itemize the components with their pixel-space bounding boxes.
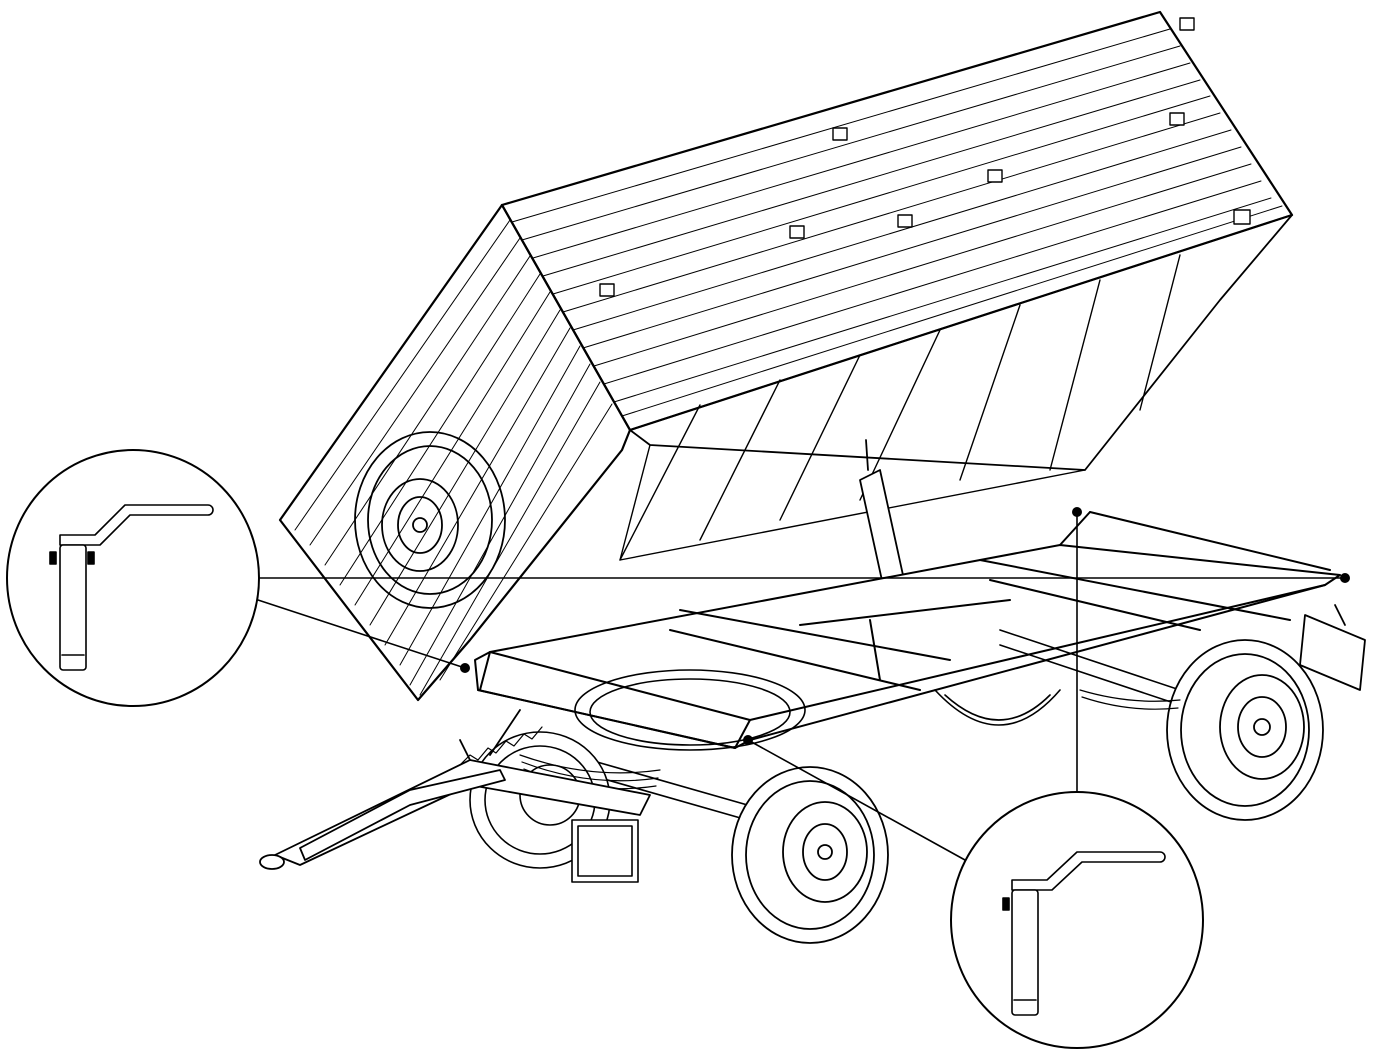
front-right-wheel bbox=[731, 766, 889, 944]
top-face-slats bbox=[511, 28, 1283, 417]
right-locking-pin bbox=[1002, 851, 1166, 1016]
left-locking-pin bbox=[49, 504, 214, 671]
left-pin-detail bbox=[6, 449, 260, 707]
tailgate-latches bbox=[599, 17, 1251, 297]
tipped-cargo-box bbox=[278, 10, 1294, 702]
rear-bumper bbox=[1299, 604, 1366, 691]
leader-dots bbox=[460, 507, 1350, 745]
turntable bbox=[574, 669, 806, 751]
plate-holder bbox=[571, 819, 639, 883]
chassis-frame bbox=[474, 511, 1341, 749]
leader-lines bbox=[257, 511, 1346, 861]
rear-right-wheel bbox=[1166, 639, 1324, 821]
right-pin-detail bbox=[950, 791, 1204, 1049]
spare-wheel bbox=[354, 431, 506, 609]
drawbar-spring bbox=[459, 726, 543, 766]
side-wall-slats bbox=[294, 219, 613, 696]
rear-left-wheel bbox=[934, 689, 1061, 726]
body-floor-ribs bbox=[619, 254, 1181, 561]
